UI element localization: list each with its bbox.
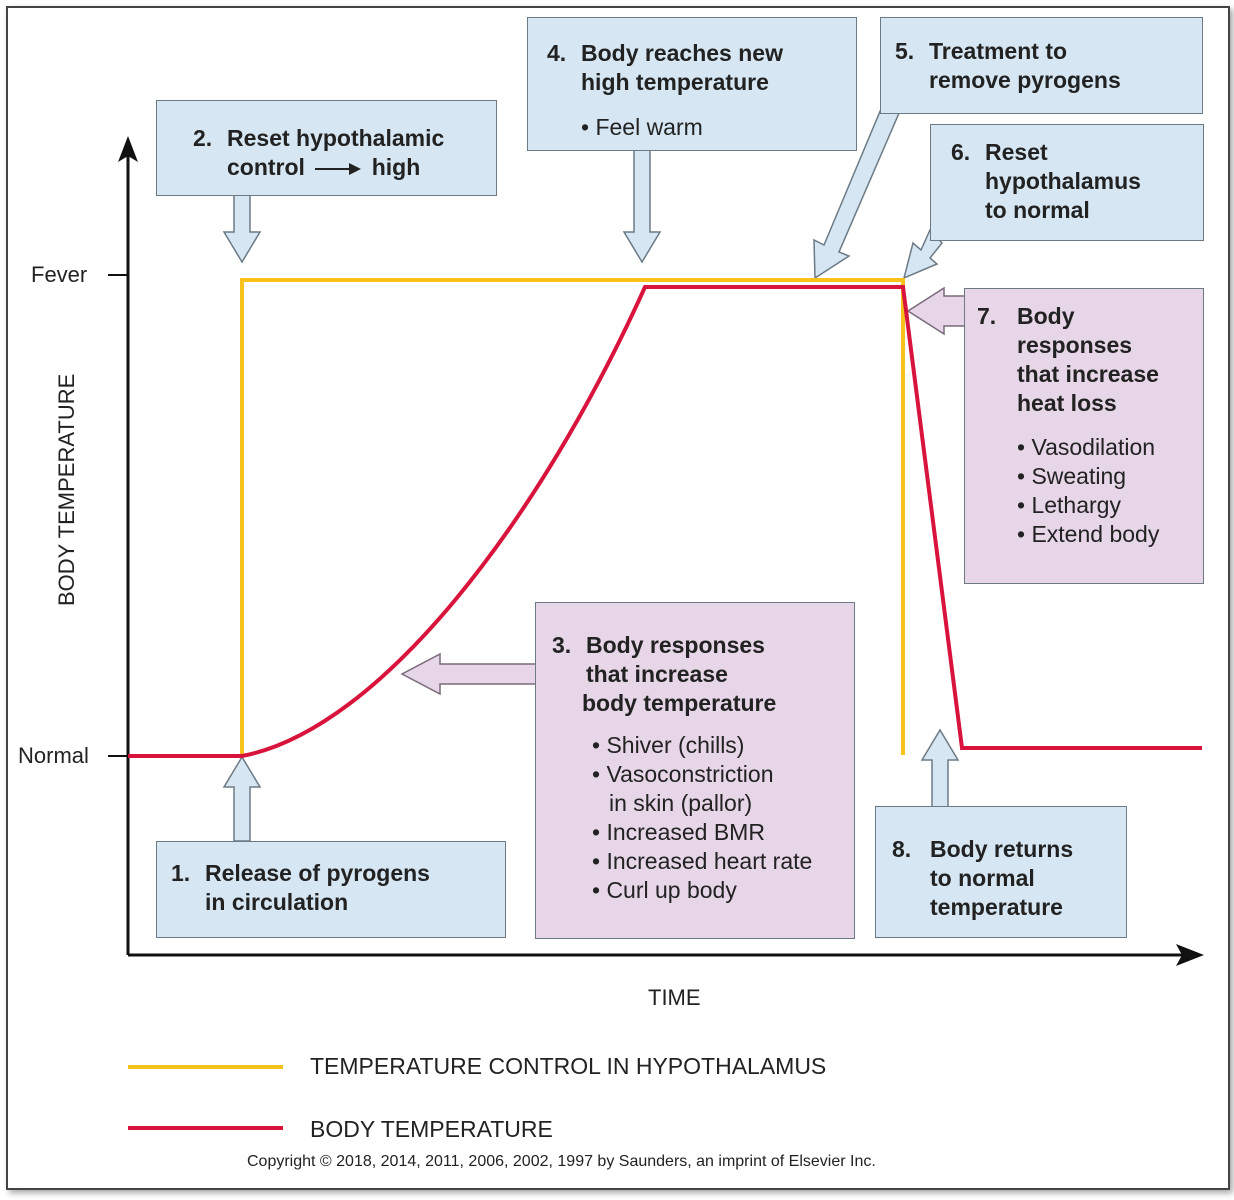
step-7-line: Body — [1017, 303, 1075, 329]
hypothalamic-control-line — [240, 278, 905, 756]
legend-body-label: BODY TEMPERATURE — [310, 1116, 553, 1142]
bullet-item: • Lethargy — [1017, 492, 1121, 518]
step-1-line: Release of pyrogens — [205, 860, 430, 886]
body-temperature-line — [128, 285, 1202, 758]
bullet-item: • Feel warm — [581, 114, 703, 140]
step-4-box: 4. Body reaches new high temperature • F… — [527, 17, 857, 151]
bullet-item: • Extend body — [1017, 521, 1160, 547]
bullet-item: • Vasoconstriction — [592, 761, 774, 787]
step-7-line: responses — [1017, 332, 1133, 358]
step-number: 7. — [977, 303, 997, 329]
step-number: 5. — [895, 38, 915, 64]
step-1-box: 1. Release of pyrogens in circulation — [156, 841, 506, 938]
step-6-box: 6. Reset hypothalamus to normal — [930, 124, 1204, 241]
step-number: 1. — [171, 860, 191, 886]
high-word: high — [371, 154, 421, 180]
step-8-line: temperature — [930, 894, 1063, 920]
step-8-line: Body returns — [930, 836, 1074, 862]
step-7-line: that increase — [1017, 361, 1159, 387]
step-5-line: remove pyrogens — [929, 67, 1121, 93]
step-6-line: to normal — [985, 197, 1090, 223]
step-number: 3. — [552, 632, 572, 658]
x-axis-arrowhead — [1176, 944, 1204, 966]
arrow-1-up — [222, 755, 262, 842]
bullet-item: • Vasodilation — [1017, 434, 1156, 460]
bullet-item: • Increased BMR — [592, 819, 765, 845]
step-3-line: that increase — [586, 661, 728, 687]
step-2-line-control: control high — [227, 153, 444, 182]
step-number: 8. — [892, 836, 912, 862]
x-axis-title: TIME — [648, 985, 701, 1010]
step-3-box: 3. Body responses that increase body tem… — [535, 602, 855, 939]
arrow-5-diagonal — [813, 76, 910, 280]
step-4-line: high temperature — [581, 69, 769, 95]
step-5-box: 5. Treatment to remove pyrogens — [880, 17, 1203, 114]
step-number: 4. — [547, 40, 567, 66]
arrow-6-diagonal — [902, 228, 943, 280]
step-2-line: Reset hypothalamic — [227, 125, 445, 151]
step-number: 2. — [193, 125, 213, 151]
step-5-line: Treatment to — [929, 38, 1068, 64]
arrow-4-down — [622, 149, 662, 264]
control-word: control — [227, 154, 305, 180]
bullet-item: • Sweating — [1017, 463, 1127, 489]
copyright-notice: Copyright © 2018, 2014, 2011, 2006, 2002… — [247, 1153, 876, 1170]
y-axis-title: BODY TEMPERATURE — [54, 373, 79, 606]
legend-control-label: TEMPERATURE CONTROL IN HYPOTHALAMUS — [310, 1053, 827, 1079]
right-arrow-icon — [315, 162, 362, 175]
bullet-item: • Increased heart rate — [592, 848, 813, 874]
step-3-line: Body responses — [586, 632, 765, 658]
arrow-2-down — [222, 194, 262, 264]
y-tick-fever: Fever — [31, 262, 88, 287]
step-6-line: hypothalamus — [985, 168, 1141, 194]
step-8-line: to normal — [930, 865, 1035, 891]
step-1-line: in circulation — [205, 889, 349, 915]
arrow-7-left — [906, 286, 967, 336]
step-6-line: Reset — [985, 139, 1048, 165]
step-2-box: 2. Reset hypothalamic control high — [156, 100, 497, 196]
y-tick-normal: Normal — [18, 743, 89, 768]
step-7-line: heat loss — [1017, 390, 1117, 416]
bullet-item: • Curl up body — [592, 877, 737, 903]
step-7-box: 7. Body responses that increase heat los… — [964, 288, 1204, 584]
y-axis-arrowhead — [118, 136, 138, 162]
step-number: 6. — [951, 139, 971, 165]
step-3-line: body temperature — [582, 690, 777, 716]
arrow-3-left — [400, 652, 538, 696]
arrow-8-up — [920, 728, 960, 808]
bullet-item: • Shiver (chills) — [592, 732, 745, 758]
step-8-box: 8. Body returns to normal temperature — [875, 806, 1127, 938]
step-4-line: Body reaches new — [581, 40, 783, 66]
bullet-item-continuation: in skin (pallor) — [609, 790, 753, 816]
